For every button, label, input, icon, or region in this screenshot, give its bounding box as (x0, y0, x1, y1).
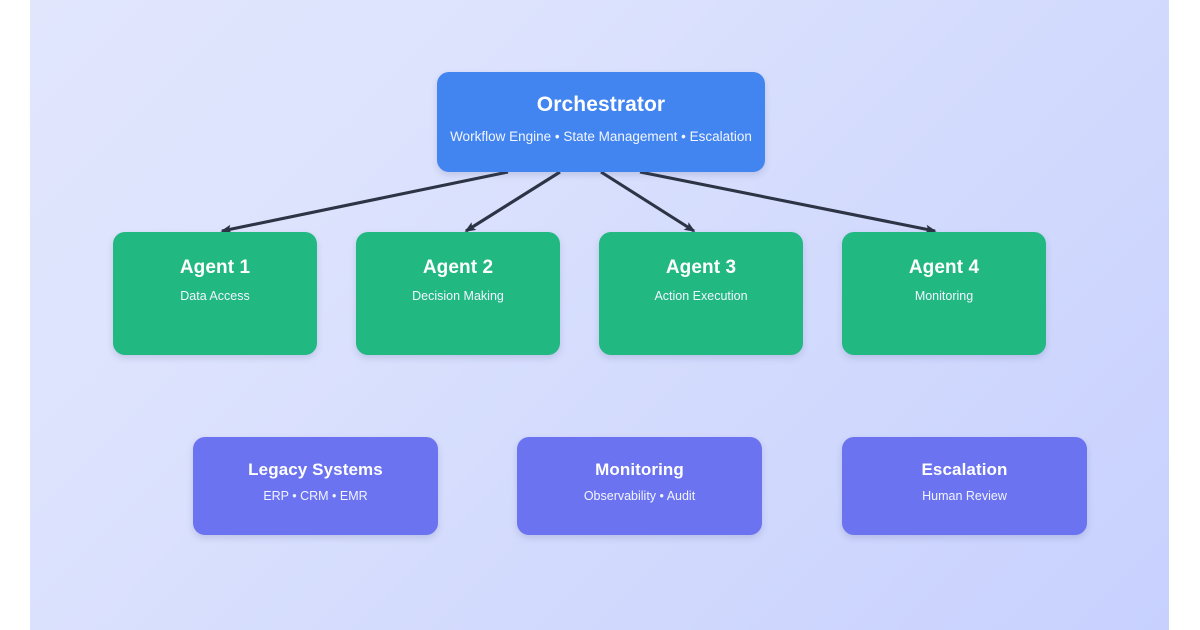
node-monitoring-support-subtitle: Observability • Audit (583, 488, 696, 503)
node-agent-3-subtitle: Action Execution (654, 288, 748, 303)
node-escalation-subtitle: Human Review (922, 488, 1007, 503)
node-agent-3[interactable]: Agent 3 Action Execution (599, 232, 803, 355)
node-escalation-title: Escalation (921, 460, 1008, 479)
node-escalation[interactable]: Escalation Human Review (842, 437, 1087, 535)
node-monitoring-support[interactable]: Monitoring Observability • Audit (517, 437, 762, 535)
node-agent-3-title: Agent 3 (665, 257, 737, 278)
node-orchestrator[interactable]: Orchestrator Workflow Engine • State Man… (437, 72, 765, 172)
node-agent-4-title: Agent 4 (908, 257, 980, 278)
node-orchestrator-subtitle: Workflow Engine • State Management • Esc… (450, 129, 752, 145)
node-agent-2-subtitle: Decision Making (412, 288, 504, 303)
node-legacy-systems[interactable]: Legacy Systems ERP • CRM • EMR (193, 437, 438, 535)
node-agent-1-title: Agent 1 (179, 257, 251, 278)
node-agent-1-subtitle: Data Access (180, 288, 250, 303)
node-orchestrator-title: Orchestrator (536, 93, 666, 116)
node-monitoring-support-title: Monitoring (595, 460, 684, 479)
node-agent-2-title: Agent 2 (422, 257, 494, 278)
node-agent-2[interactable]: Agent 2 Decision Making (356, 232, 560, 355)
node-agent-4[interactable]: Agent 4 Monitoring (842, 232, 1046, 355)
node-agent-1[interactable]: Agent 1 Data Access (113, 232, 317, 355)
node-legacy-systems-title: Legacy Systems (248, 460, 383, 479)
node-legacy-systems-subtitle: ERP • CRM • EMR (263, 488, 368, 503)
node-agent-4-subtitle: Monitoring (914, 288, 974, 303)
